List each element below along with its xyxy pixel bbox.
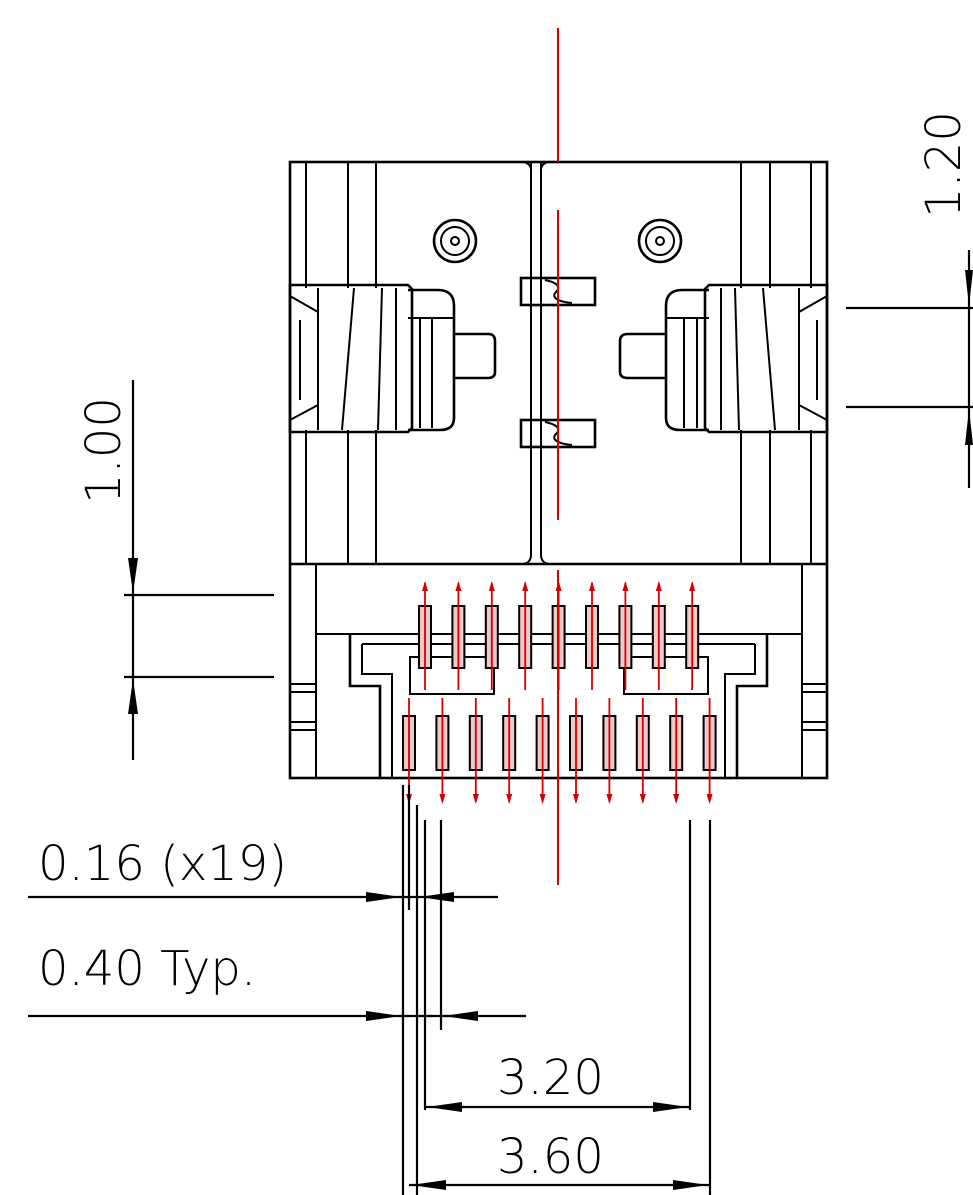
dim-label-3-60: 3.60 — [497, 1129, 604, 1185]
pin-top-2 — [451, 581, 466, 690]
dim-height-right: 1.20 — [846, 111, 973, 488]
dim-label-pitch: 0.40 Typ. — [38, 941, 256, 997]
dim-label-1-00: 1.00 — [76, 397, 132, 504]
mounting-holes — [432, 218, 683, 264]
left-latch — [288, 283, 497, 434]
right-latch — [618, 283, 829, 434]
dim-bottom: 0.16 (x19) 0.40 Typ. 3.20 3.60 — [28, 785, 712, 1195]
pin-top-9 — [685, 581, 700, 690]
pin-bottom-8 — [635, 698, 650, 804]
pin-top-8 — [651, 581, 666, 690]
pin-bottom-6 — [569, 698, 583, 804]
pin-top-1 — [418, 581, 432, 690]
pin-row-top — [418, 581, 700, 690]
pin-top-7 — [618, 581, 633, 690]
pin-bottom-9 — [669, 698, 684, 804]
pin-bottom-7 — [602, 698, 617, 804]
pin-bottom-5 — [535, 698, 550, 804]
pin-top-4 — [518, 581, 533, 690]
pin-bottom-2 — [435, 698, 450, 804]
dim-label-1-20: 1.20 — [916, 111, 972, 218]
dim-label-3-20: 3.20 — [497, 1050, 604, 1106]
pin-row-bottom — [402, 698, 717, 804]
dim-height-left: 1.00 — [76, 380, 274, 760]
pin-bottom-3 — [468, 698, 483, 804]
pin-top-6 — [585, 581, 599, 690]
pin-top-3 — [484, 581, 499, 690]
pin-bottom-10 — [702, 698, 717, 804]
dim-label-pin-width: 0.16 (x19) — [38, 836, 287, 892]
pin-bottom-4 — [502, 698, 517, 804]
